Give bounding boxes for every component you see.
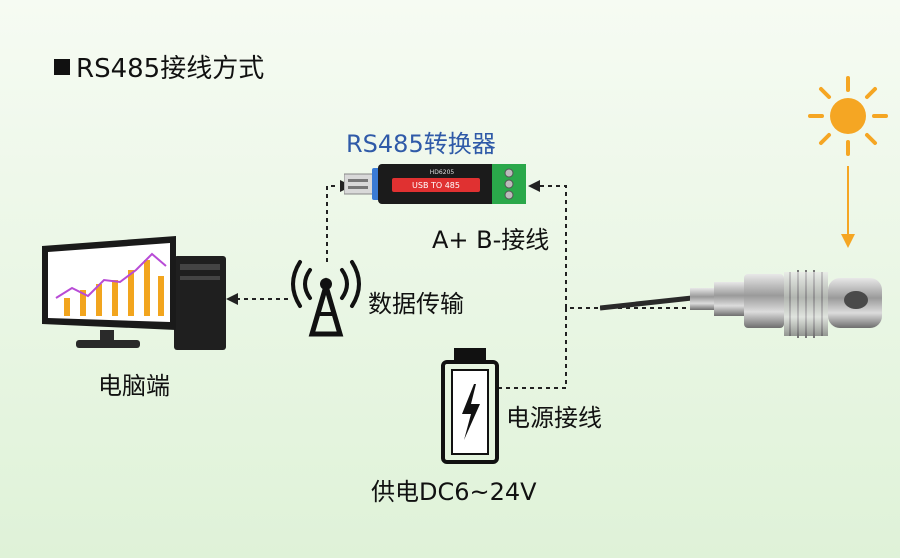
power-wiring-label: 电源接线	[506, 404, 602, 432]
usb-plug	[344, 173, 375, 195]
wire-power-to-sensor	[498, 308, 567, 389]
sensor-probe-icon	[600, 270, 882, 338]
title-text: RS485接线方式	[76, 54, 265, 84]
arrow-into-computer	[226, 293, 238, 305]
rs485-converter-device: USB TO 485 HD6205	[344, 164, 526, 204]
converter-label: RS485转换器	[346, 130, 496, 158]
converter-band	[392, 178, 480, 192]
arrow-into-terminal	[528, 180, 540, 192]
sun-icon	[808, 76, 888, 156]
data-transfer-label: 数据传输	[368, 290, 464, 318]
computer-label: 电脑端	[98, 372, 170, 400]
device-top-text: HD6205	[430, 169, 455, 176]
device-main-text: USB TO 485	[412, 181, 460, 190]
terminal-wiring-label: A+ B-接线	[432, 226, 550, 254]
arrow-sun-down	[841, 234, 855, 248]
battery-icon	[441, 348, 499, 464]
wire-wireless-to-converter	[326, 185, 338, 262]
page-title: RS485接线方式	[54, 48, 264, 85]
wireless-tower-icon	[291, 260, 361, 337]
title-square-icon	[54, 58, 70, 75]
computer-icon	[42, 236, 226, 350]
power-supply-label: 供电DC6~24V	[371, 478, 537, 506]
